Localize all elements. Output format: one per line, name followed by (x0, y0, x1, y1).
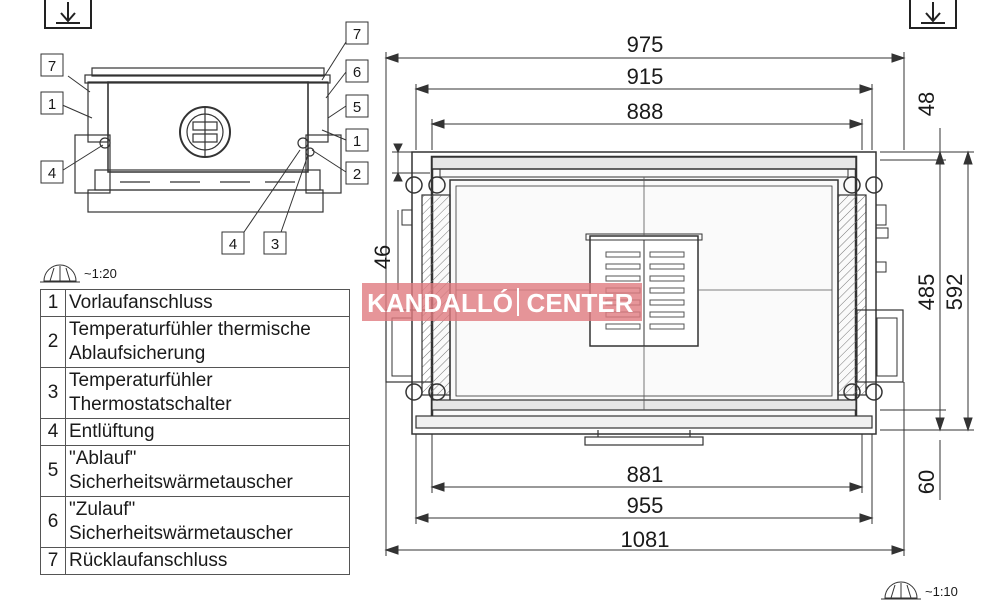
svg-text:2: 2 (353, 166, 361, 183)
callout-7-right: 7 (345, 21, 369, 45)
scale-symbol-small-icon (40, 264, 80, 283)
dim-592: 592 (942, 274, 967, 311)
svg-text:3: 3 (271, 236, 279, 253)
svg-text:7: 7 (353, 26, 361, 43)
svg-text:5: 5 (353, 99, 361, 116)
callout-leaders (59, 41, 347, 236)
watermark-right: CENTER (527, 288, 634, 318)
legend-row: 7 Rücklaufanschluss (40, 547, 350, 575)
dim-881: 881 (627, 462, 664, 487)
legend-label: "Zulauf" Sicherheitswärmetauscher (65, 496, 350, 548)
svg-text:1: 1 (48, 96, 56, 113)
legend-row: 6 "Zulauf" Sicherheitswärmetauscher (40, 496, 350, 548)
legend-row: 1 Vorlaufanschluss (40, 289, 350, 317)
legend-num: 2 (40, 316, 66, 368)
dim-955: 955 (627, 493, 664, 518)
dim-485: 485 (914, 274, 939, 311)
legend-label: Temperaturfühler Thermostatschalter (65, 367, 350, 419)
callout-3: 3 (263, 231, 287, 255)
scale-symbol-large-icon (881, 581, 921, 600)
svg-text:6: 6 (353, 64, 361, 81)
legend-table: 1 Vorlaufanschluss 2 Temperaturfühler th… (40, 289, 350, 575)
dim-46: 46 (370, 245, 395, 269)
callout-2: 2 (345, 161, 369, 185)
callout-5: 5 (345, 94, 369, 118)
svg-text:7: 7 (48, 58, 56, 75)
dim-60: 60 (914, 470, 939, 494)
callout-4-left: 4 (40, 160, 64, 184)
svg-text:1: 1 (353, 133, 361, 150)
watermark-left: KANDALLÓ (367, 288, 513, 318)
legend-num: 7 (40, 547, 66, 575)
svg-text:4: 4 (229, 236, 237, 253)
watermark: KANDALLÓ CENTER (362, 283, 642, 321)
legend-label: Vorlaufanschluss (65, 289, 350, 317)
legend-row: 3 Temperaturfühler Thermostatschalter (40, 367, 350, 419)
callout-6: 6 (345, 59, 369, 83)
view-symbol-left-icon (44, 0, 92, 29)
legend-label: Entlüftung (65, 418, 350, 446)
legend-label: Temperaturfühler thermische Ablaufsicher… (65, 316, 350, 368)
callout-4-bottom: 4 (221, 231, 245, 255)
legend-num: 5 (40, 445, 66, 497)
legend-num: 1 (40, 289, 66, 317)
legend-num: 3 (40, 367, 66, 419)
handle (584, 430, 704, 446)
legend-row: 5 "Ablauf" Sicherheitswärmetauscher (40, 445, 350, 497)
front-view-small (74, 67, 342, 213)
legend-label: "Ablauf" Sicherheitswärmetauscher (65, 445, 350, 497)
legend-num: 6 (40, 496, 66, 548)
svg-text:4: 4 (48, 165, 56, 182)
legend-num: 4 (40, 418, 66, 446)
callout-1-right: 1 (345, 128, 369, 152)
dimension-lines (384, 52, 974, 556)
dim-975: 975 (627, 32, 664, 57)
callout-1-left: 1 (40, 91, 64, 115)
dim-1081: 1081 (621, 527, 670, 552)
legend-row: 4 Entlüftung (40, 418, 350, 446)
dim-48: 48 (914, 92, 939, 116)
legend-row: 2 Temperaturfühler thermische Ablaufsich… (40, 316, 350, 368)
dim-915: 915 (627, 64, 664, 89)
legend-label: Rücklaufanschluss (65, 547, 350, 575)
scale-label-large: ~1:10 (925, 584, 958, 599)
callout-7-left: 7 (40, 53, 64, 77)
scale-label-small: ~1:20 (84, 266, 117, 281)
dim-888: 888 (627, 99, 664, 124)
view-symbol-right-icon (909, 0, 957, 29)
